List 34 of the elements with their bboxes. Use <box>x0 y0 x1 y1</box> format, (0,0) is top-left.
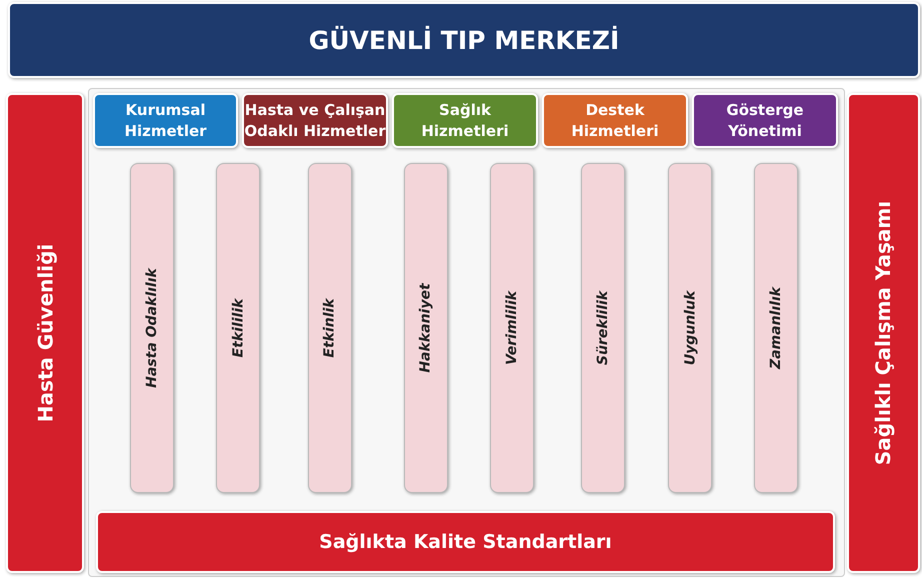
base-bar <box>96 511 835 573</box>
column <box>754 163 798 493</box>
column <box>308 163 352 493</box>
pillar-label: Hasta Güvenliği <box>33 244 57 422</box>
column-label: Etkililik <box>230 298 246 358</box>
banner <box>8 2 920 78</box>
category-header-label: Gösterge Yönetimi <box>725 100 805 141</box>
category-header <box>692 93 838 148</box>
column-label: Etkinlik <box>322 298 338 358</box>
column-label: Verimlilik <box>504 290 520 366</box>
pillar <box>6 93 84 573</box>
category-header-label: Hasta ve Çalışan Odaklı Hizmetler <box>244 100 386 141</box>
pillar-label: Sağlıklı Çalışma Yaşamı <box>872 200 896 466</box>
column-label: Süreklilik <box>595 290 611 366</box>
column-label: Zamanlılık <box>768 286 784 370</box>
column <box>216 163 260 493</box>
category-header <box>542 93 688 148</box>
category-header-label: Sağlık Hizmetleri <box>420 100 510 141</box>
category-header <box>93 93 238 148</box>
column <box>581 163 625 493</box>
category-header <box>242 93 388 148</box>
category-header-label: Destek Hizmetleri <box>570 100 660 141</box>
column-label: Hakkaniyet <box>418 283 434 373</box>
column-label: Uygunluk <box>682 290 698 366</box>
column-label: Hasta Odaklılık <box>144 268 160 388</box>
base-bar-label: Sağlıkta Kalite Standartları <box>319 531 612 553</box>
category-header-label: Kurumsal Hizmetler <box>123 100 208 141</box>
pillar <box>847 93 920 573</box>
column <box>404 163 448 493</box>
column <box>490 163 534 493</box>
banner-label: GÜVENLİ TIP MERKEZİ <box>308 26 620 54</box>
column <box>130 163 174 493</box>
column <box>668 163 712 493</box>
category-header <box>392 93 538 148</box>
